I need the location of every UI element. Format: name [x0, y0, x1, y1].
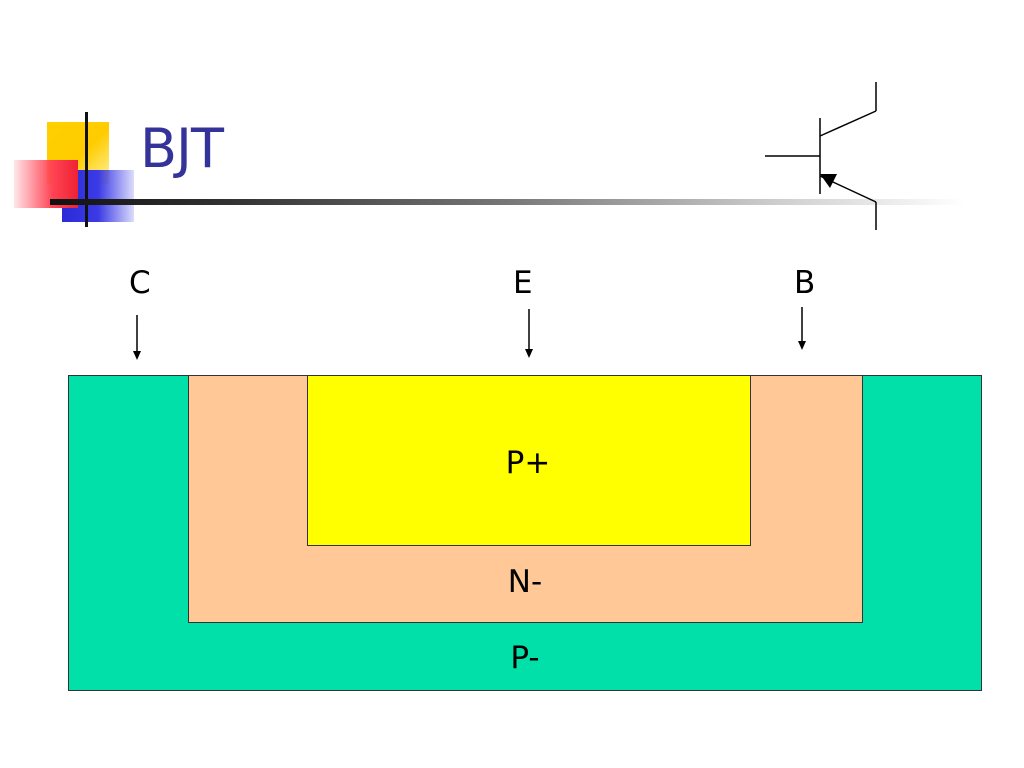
- base-label: B: [794, 265, 816, 301]
- emitter-arrow: [525, 309, 533, 358]
- n-minus-label: N-: [507, 564, 543, 600]
- p-plus-label: P+: [505, 445, 551, 481]
- collector-arrow: [133, 315, 141, 360]
- emitter-label: E: [513, 265, 533, 301]
- collector-label: C: [129, 265, 151, 301]
- p-minus-label: P-: [510, 640, 540, 676]
- title-underline: [50, 199, 965, 205]
- pnp-transistor-icon: [765, 82, 877, 230]
- p-plus-region: [307, 375, 751, 546]
- slide-title: BJT: [140, 117, 224, 180]
- logo-vertical-line: [85, 112, 88, 227]
- slide-logo: [0, 0, 160, 240]
- base-arrow: [798, 307, 806, 350]
